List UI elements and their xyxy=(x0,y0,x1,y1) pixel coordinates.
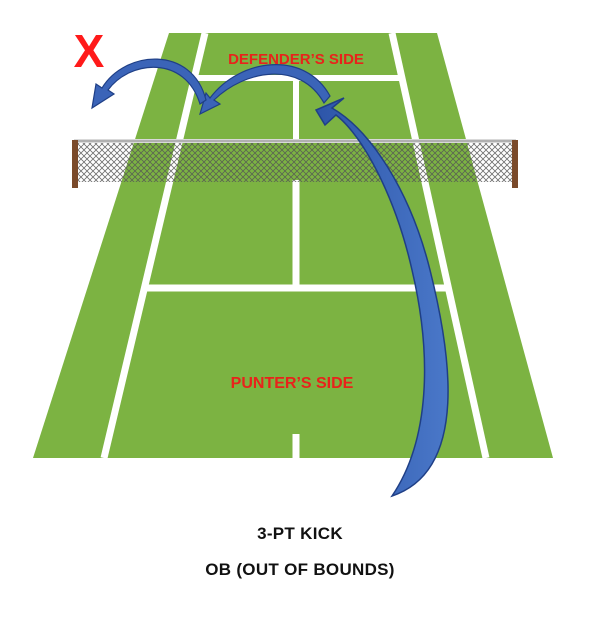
caption-result: OB (OUT OF BOUNDS) xyxy=(205,560,395,579)
court-lines xyxy=(100,32,490,459)
out-of-bounds-x-mark: X xyxy=(74,25,105,77)
punters-side-label: PUNTER’S SIDE xyxy=(231,375,354,392)
caption-kick-type: 3-PT KICK xyxy=(257,524,343,543)
left-singles-sideline xyxy=(100,32,209,459)
net-post-left xyxy=(72,140,78,188)
kick-trajectory-arrow xyxy=(314,97,449,498)
defenders-side-label: DEFENDER’S SIDE xyxy=(228,51,364,68)
right-singles-sideline xyxy=(388,32,490,459)
net xyxy=(72,139,518,188)
net-post-right xyxy=(512,140,518,188)
bounce-arrow-1 xyxy=(199,64,331,116)
bounce-arrow-2 xyxy=(91,58,207,110)
net-mesh xyxy=(76,142,514,182)
